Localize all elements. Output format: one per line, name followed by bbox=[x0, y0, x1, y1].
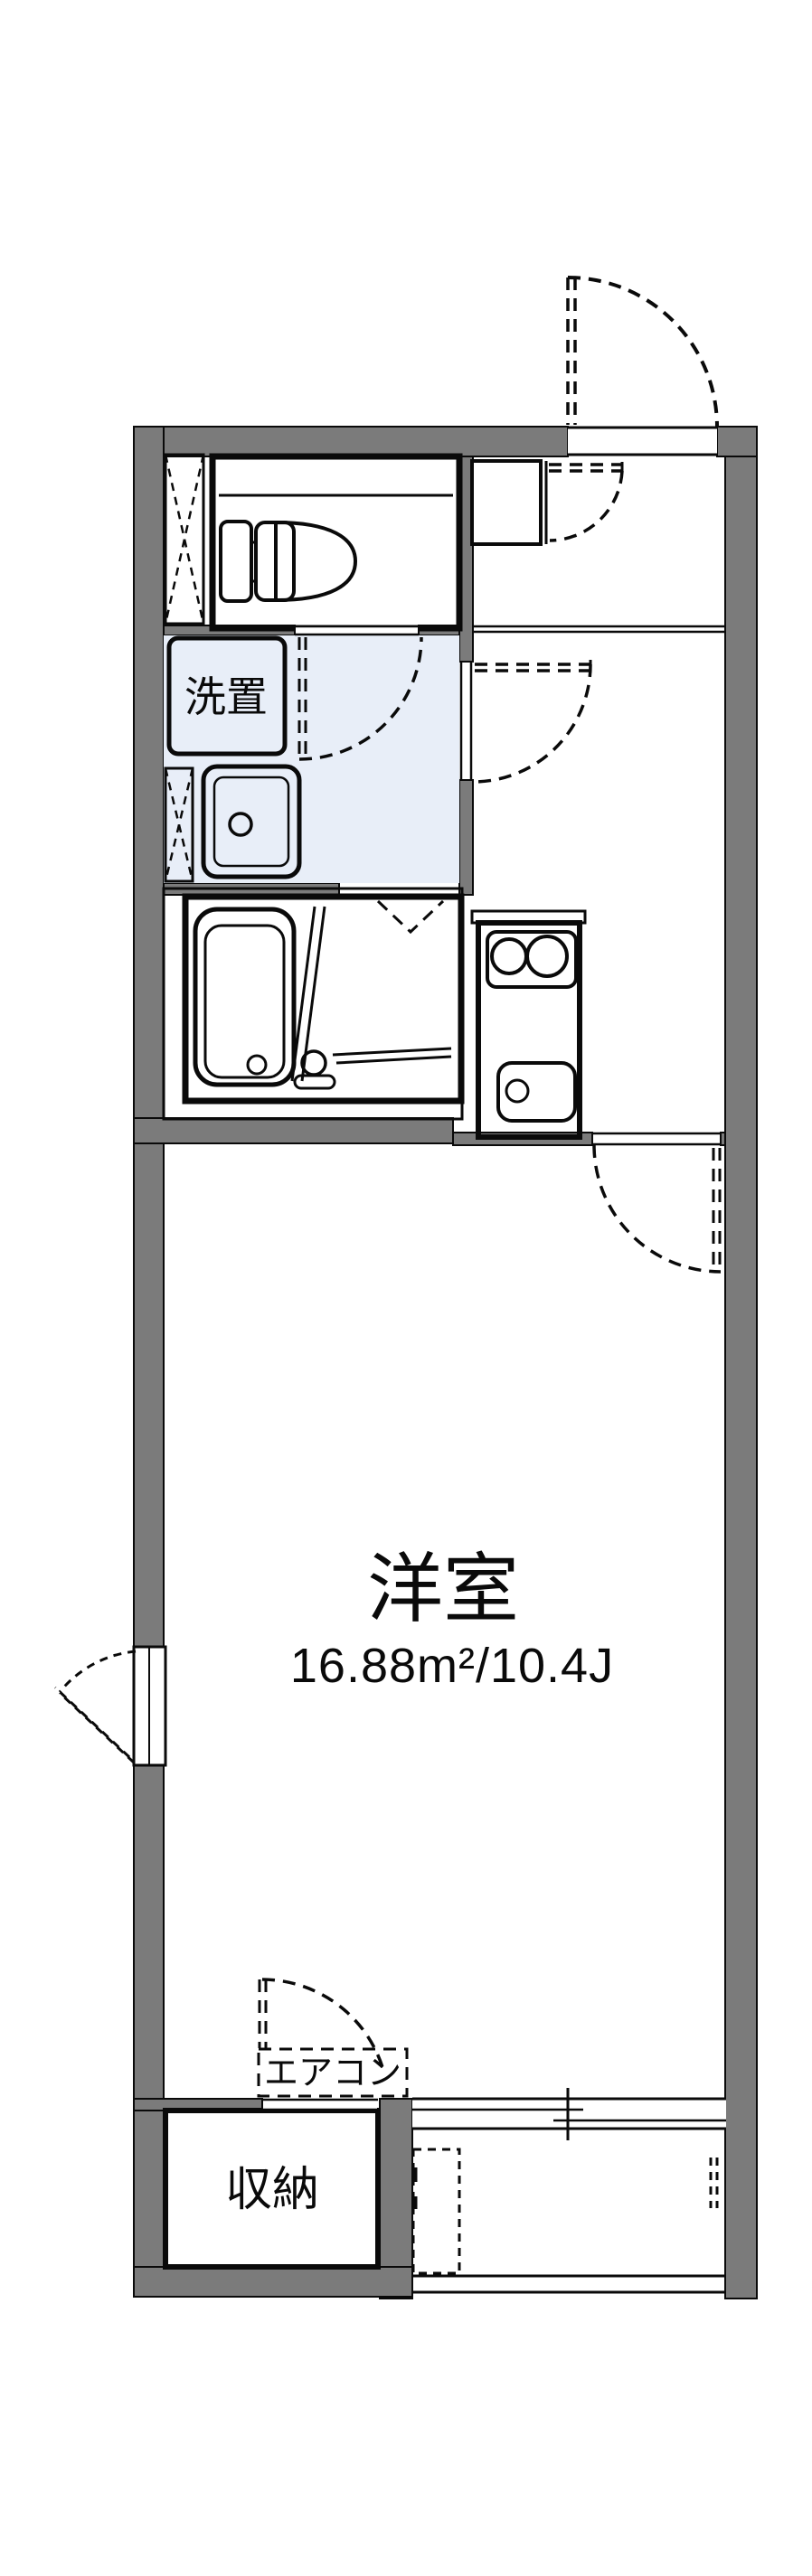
wall-washroom-hall-lower bbox=[458, 779, 474, 896]
storage-door-opening bbox=[263, 2101, 377, 2110]
main-room-door bbox=[592, 1132, 722, 1274]
label-air-conditioner: エアコン bbox=[264, 2054, 401, 2092]
room-door-swing-arc bbox=[592, 1144, 722, 1274]
toilet-door bbox=[295, 625, 423, 761]
main-room-casement-window bbox=[53, 1645, 167, 1767]
balcony bbox=[411, 2148, 726, 2294]
bath-divider-line bbox=[300, 906, 326, 1082]
toilet-door-swing-arc bbox=[298, 636, 423, 761]
main-room-sliding-window bbox=[412, 2088, 726, 2140]
washbasin-icon bbox=[201, 764, 302, 879]
kitchen-sink-icon bbox=[496, 1061, 577, 1123]
label-main-room-area: 16.88m²/10.4J bbox=[290, 1639, 614, 1693]
storage-closet bbox=[163, 1978, 386, 2270]
shower-faucet-icon bbox=[293, 1047, 452, 1090]
washroom-hall-door bbox=[459, 660, 592, 784]
closet-door-swing-arc bbox=[258, 1978, 386, 2074]
bathtub-icon bbox=[193, 907, 297, 1087]
wall-door-right-stub bbox=[720, 1132, 726, 1146]
bathroom bbox=[162, 887, 465, 1121]
toilet-room-floor bbox=[209, 453, 463, 632]
shoe-cabinet-icon bbox=[470, 459, 548, 546]
hall-door-swing-arc bbox=[472, 663, 592, 784]
label-laundry-space: 洗置 bbox=[184, 673, 268, 720]
wall-right bbox=[724, 456, 758, 2299]
toilet-icon bbox=[219, 520, 358, 603]
stove-two-burner-icon bbox=[486, 930, 578, 989]
wall-top-right-corner bbox=[716, 426, 758, 457]
label-storage: 収納 bbox=[225, 2164, 319, 2216]
bath-unit bbox=[182, 893, 465, 1105]
wall-storage-bottom bbox=[133, 2266, 413, 2298]
washroom-lattice-window bbox=[164, 766, 194, 883]
entrance-door-swing-arc bbox=[566, 276, 719, 428]
entrance-area bbox=[470, 276, 725, 634]
laundry-machine-space-box bbox=[166, 635, 288, 757]
label-main-room-name: 洋室 bbox=[367, 1547, 519, 1631]
kitchen-counter bbox=[470, 909, 587, 1140]
shoe-cabinet-door-arc bbox=[549, 462, 624, 542]
entrance-opening bbox=[568, 428, 717, 455]
bath-folding-door-icon bbox=[376, 899, 445, 935]
air-conditioner-dashed-box bbox=[257, 2047, 409, 2098]
wall-bath-bottom bbox=[133, 1117, 454, 1144]
toilet-lattice-window bbox=[164, 453, 205, 625]
wall-left-lower bbox=[133, 1764, 165, 2298]
toilet-room bbox=[209, 453, 463, 632]
wall-left-upper bbox=[133, 426, 165, 1648]
kitchen-counter-body bbox=[476, 920, 582, 1140]
casement-window-swing bbox=[58, 1650, 137, 1693]
outdoor-equipment-dashed-box bbox=[411, 2148, 461, 2275]
bath-divider-line bbox=[290, 906, 316, 1082]
wall-top bbox=[133, 426, 569, 457]
